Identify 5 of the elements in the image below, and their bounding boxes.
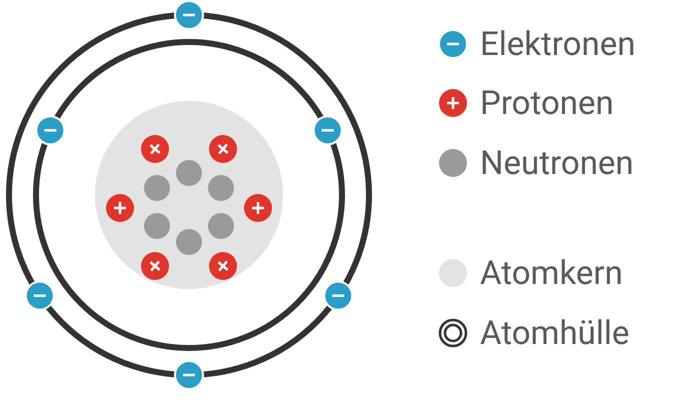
- legend-label: Neutronen: [480, 144, 634, 182]
- legend-label: Atomhülle: [480, 314, 630, 352]
- legend-label: Protonen: [480, 84, 614, 122]
- legend-label: Atomkern: [480, 254, 623, 292]
- legend-label: Elektronen: [480, 24, 636, 64]
